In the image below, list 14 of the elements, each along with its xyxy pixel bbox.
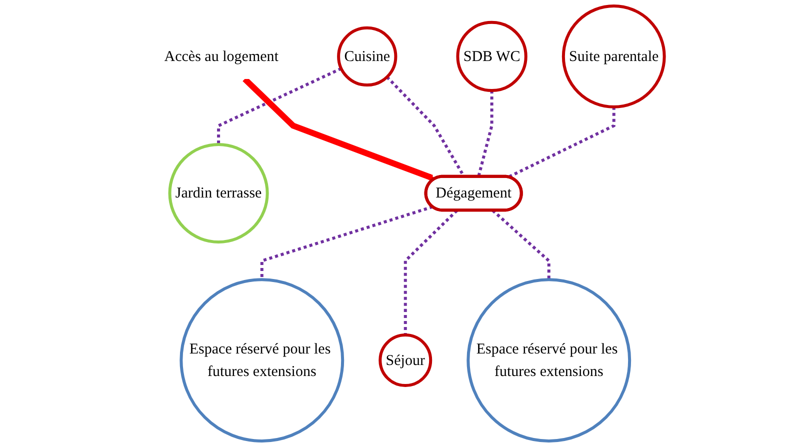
node-text: Accès au logement	[164, 48, 278, 65]
node-circle: Suite parentale	[562, 4, 666, 108]
node-circle: Espace réservé pour les futures extensions	[466, 278, 632, 442]
node-circle: Cuisine	[337, 26, 398, 87]
connector	[217, 67, 342, 144]
connector	[260, 205, 433, 280]
connector	[508, 106, 616, 178]
node-circle: SDB WC	[456, 20, 528, 92]
node-circle: Jardin terrasse	[168, 142, 269, 244]
connector	[492, 209, 550, 280]
connector	[404, 209, 458, 336]
node-circle: Séjour	[378, 334, 432, 388]
arrow	[242, 76, 435, 181]
node-circle: Espace réservé pour les futures extensions	[180, 278, 344, 442]
